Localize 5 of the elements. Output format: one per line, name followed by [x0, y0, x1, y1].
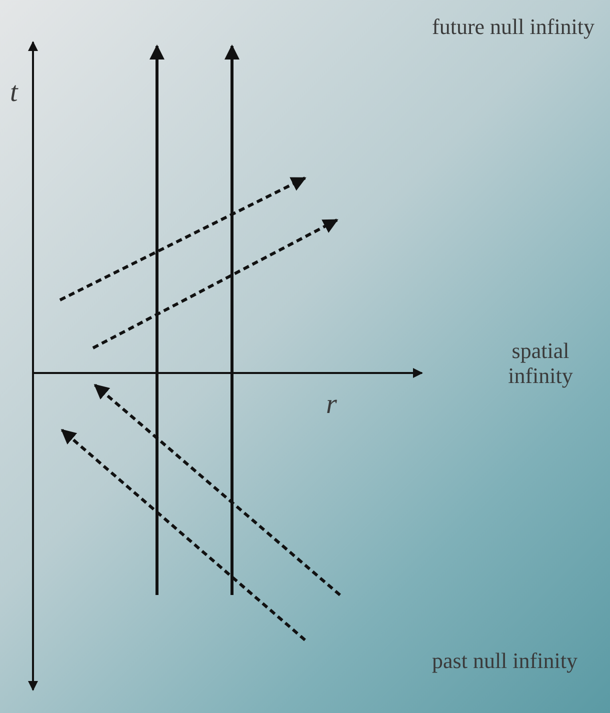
region-label: spatial infinity [507, 338, 574, 388]
axis-label: t [10, 80, 20, 105]
region-label: past null infinity [432, 648, 578, 673]
axis-label: r [326, 392, 338, 417]
region-label: future null infinity [432, 14, 596, 39]
